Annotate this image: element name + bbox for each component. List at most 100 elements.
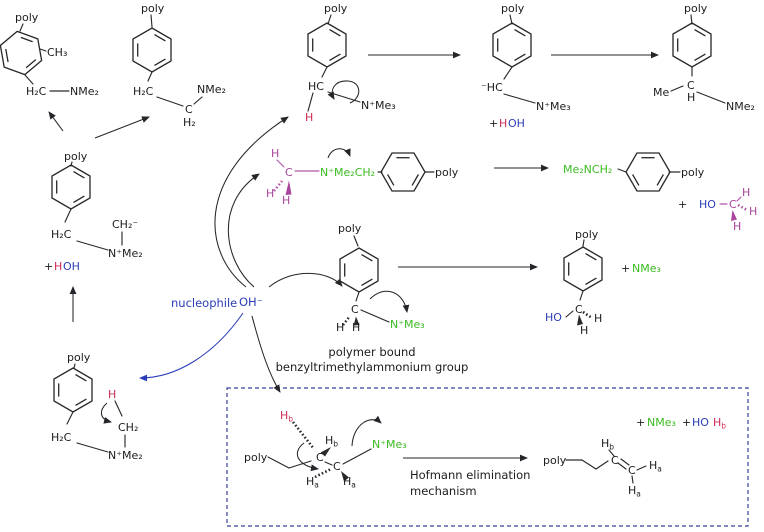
atom-label: HC <box>308 80 324 93</box>
structure-bonds <box>267 448 372 469</box>
atom-label: Me₂NCH₂ <box>563 163 612 176</box>
structure-benzylic-carbanion: poly ⁻HC N⁺Me₃ + H OH <box>481 2 571 130</box>
benzene-ring <box>51 164 91 210</box>
structure-bonds <box>503 14 536 104</box>
water-hb-label: Hb <box>713 416 726 431</box>
plus-sign: + <box>678 198 687 211</box>
acidic-h-label: H <box>305 111 313 124</box>
poly-label: poly <box>543 454 567 467</box>
structure-bonds <box>670 14 726 104</box>
methyl-h-label: H <box>271 147 279 160</box>
plus-sign: + <box>489 117 498 130</box>
atom-label: H <box>687 91 695 104</box>
hash-bond <box>737 203 748 212</box>
curved-arrow-blue-to-bottom-left <box>139 312 244 382</box>
atom-label: C <box>687 79 695 92</box>
atom-label: N⁺Me₃ <box>536 100 571 113</box>
atom-label: C <box>575 303 583 316</box>
bond-h-c <box>276 159 285 168</box>
atom-label: H <box>336 321 344 334</box>
beta-h-label: Hb <box>280 409 293 424</box>
atom-label: H₂C <box>51 228 72 241</box>
acidic-h-label: H <box>108 388 116 401</box>
methyl-h-label: H <box>266 187 274 200</box>
benzene-ring <box>492 22 532 68</box>
atom-label: CH₂ <box>118 421 138 434</box>
arrow-split-right <box>94 116 150 139</box>
atom-label: N⁺Me₂CH₂ <box>320 166 375 179</box>
atom-label: H₂C <box>26 85 47 98</box>
wedge-bond <box>731 210 737 221</box>
carbon-label: C <box>316 451 324 464</box>
atom-label: Me <box>653 86 669 99</box>
carbon-label: C <box>333 460 341 473</box>
benzene-ring <box>339 247 379 293</box>
beta-h-label: Hb <box>325 434 338 449</box>
plus-sign: + <box>621 262 630 275</box>
hofmann-elimination-substrate: Hb Hb C poly C Ha Ha N⁺Me₃ <box>244 409 407 490</box>
hofmann-caption-line2: mechanism <box>410 484 477 498</box>
methyl-c-label: C <box>285 166 293 179</box>
bond-ch2-ring <box>617 168 627 173</box>
benzene-ring <box>307 22 347 68</box>
atom-label: N⁺Me₂ <box>108 449 143 462</box>
carbon-label: C <box>611 454 619 467</box>
benzene-ring <box>0 27 45 79</box>
curved-arrow-leaving-group <box>351 415 382 447</box>
hydroxyl-label: HO <box>545 311 562 324</box>
atom-label: N⁺Me₃ <box>372 438 407 451</box>
curved-arrow-double-bond <box>296 442 319 472</box>
structure-arylethyldimethylamine: poly H₂C C NMe₂ H₂ <box>132 2 226 129</box>
structure-methylbenzyldimethylamine: poly CH₃ H₂C NMe₂ <box>0 11 99 98</box>
water-oh-label: OH <box>508 117 525 130</box>
atom-label: ⁻HC <box>481 81 503 94</box>
atom-label: NMe₂ <box>726 100 755 113</box>
water-h-label: H <box>54 260 62 273</box>
curved-arrow-cn-cleavage <box>369 290 410 313</box>
methyl-c-label: C <box>729 198 737 211</box>
hydroxyl-label: HO <box>699 198 716 211</box>
trimethylamine-label: NMe₃ <box>647 416 676 429</box>
water-ho-label: HO <box>692 416 709 429</box>
alpha-h-label: Ha <box>343 475 356 490</box>
bond-c-h <box>736 196 742 202</box>
vinyl-h-label: Ha <box>628 484 641 499</box>
structure-bonds <box>565 449 647 484</box>
hofmann-caption-line1: Hofmann elimination <box>410 468 530 482</box>
atom-label: N⁺Me₂ <box>108 247 143 260</box>
benzene-ring <box>53 367 93 413</box>
atom-label: CH₃ <box>47 46 67 59</box>
carbon-label: C <box>628 464 636 477</box>
structure-ammonium-ylide: poly H₂C N⁺Me₂ CH₂⁻ + H OH <box>44 111 150 322</box>
water-oh-label: OH <box>63 260 80 273</box>
structure-stevens-product: poly C H Me NMe₂ <box>653 2 755 113</box>
caption-line1: polymer bound <box>328 345 415 359</box>
poly-label: poly <box>684 2 708 15</box>
structure-benzyl-alcohol: poly C HO H H + NMe₃ <box>545 228 661 337</box>
benzene-ring <box>672 22 712 68</box>
poly-label: poly <box>141 2 165 15</box>
hofmann-mechanism-box <box>226 387 749 527</box>
poly-label: poly <box>15 11 39 24</box>
structure-bonds <box>64 161 123 251</box>
structure-benzyltrimethylammonium: poly C H H N⁺Me₃ polymer bound benzyltri… <box>276 222 469 374</box>
poly-label: poly <box>324 2 348 15</box>
plus-sign: + <box>636 416 645 429</box>
curved-arrow-cyclic <box>327 80 360 104</box>
structure-bonds <box>19 23 70 92</box>
poly-label: poly <box>681 166 705 179</box>
atom-label: H <box>580 324 588 337</box>
wedge-bond <box>353 316 360 326</box>
plus-sign: + <box>44 260 53 273</box>
wedge-bond-ha <box>341 471 349 482</box>
hash-bond <box>582 310 593 320</box>
methyl-h-label: H <box>282 194 290 207</box>
atom-label: H₂C <box>51 431 72 444</box>
atom-label: H <box>352 321 360 334</box>
structure-demethylated-amine: Me₂NCH₂ poly <box>563 152 705 192</box>
nucleophile-label: nucleophile <box>171 296 237 310</box>
vinyl-h-label: Ha <box>649 459 662 474</box>
benzene-ring <box>380 152 426 192</box>
